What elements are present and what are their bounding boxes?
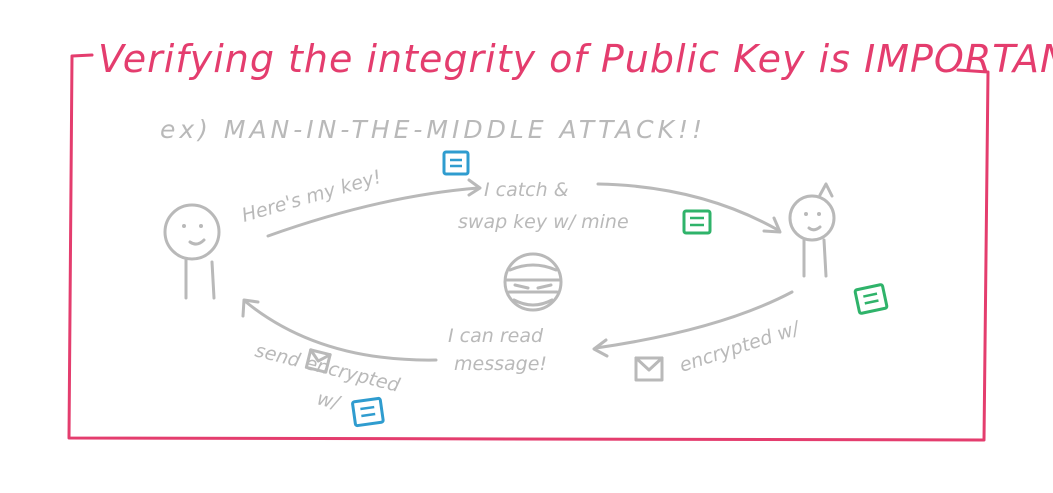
arrow-attacker-to-sender bbox=[244, 300, 438, 362]
label-send-with: w/ bbox=[315, 388, 344, 415]
receiver-person bbox=[788, 182, 836, 278]
diagram-title: Verifying the integrity of Public Key is… bbox=[98, 37, 1053, 81]
label-heres-my-key: Here's my key! bbox=[239, 166, 383, 227]
label-read-line2: message! bbox=[454, 353, 547, 375]
arrow-receiver-to-attacker bbox=[594, 290, 794, 350]
ninja-attacker-icon bbox=[503, 252, 563, 312]
label-catch-swap-line1: I catch & bbox=[484, 179, 569, 201]
label-catch-swap-line2: swap key w/ mine bbox=[458, 211, 629, 233]
blue-key-icon-bottom bbox=[351, 396, 385, 428]
arrow-attacker-to-receiver bbox=[596, 182, 780, 232]
envelope-icon-small bbox=[304, 348, 332, 374]
frame-border bbox=[67, 53, 990, 442]
label-read-line1: I can read bbox=[448, 325, 544, 347]
blue-key-icon bbox=[442, 150, 470, 176]
arrow-sender-to-attacker bbox=[266, 186, 480, 238]
green-key-icon bbox=[682, 209, 712, 235]
diagram-subtitle: ex) MAN-IN-THE-MIDDLE ATTACK!! bbox=[160, 115, 706, 144]
sender-person bbox=[163, 203, 221, 300]
envelope-icon bbox=[634, 356, 664, 382]
label-encrypted-with: encrypted w/ bbox=[677, 317, 805, 377]
green-key-icon-encrypted bbox=[853, 283, 889, 315]
